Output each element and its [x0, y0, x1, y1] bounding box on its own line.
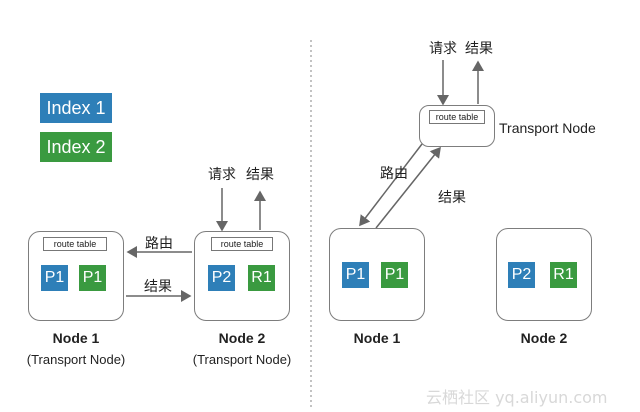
left-node-2-role: (Transport Node) — [192, 352, 292, 367]
shard-primary: P1 — [41, 265, 68, 291]
route-table: route table — [211, 237, 273, 251]
left-route-label: 路由 — [145, 236, 173, 252]
left-node-2-box: route table P2 R1 — [194, 231, 290, 321]
left-node-1-role: (Transport Node) — [26, 352, 126, 367]
route-table: route table — [43, 237, 107, 251]
right-node-2-box: P2 R1 — [496, 228, 592, 321]
legend-index-2: Index 2 — [40, 132, 112, 162]
left-result-top-label: 结果 — [246, 167, 274, 183]
route-table: route table — [429, 110, 485, 124]
shard-primary: P1 — [342, 262, 369, 288]
watermark: 云栖社区 yq.aliyun.com — [426, 388, 608, 407]
right-request-label: 请求 — [429, 41, 457, 57]
left-node-1-label: Node 1 — [52, 330, 100, 346]
left-result-label: 结果 — [144, 279, 172, 295]
right-result-label: 结果 — [438, 190, 466, 206]
right-result-top-label: 结果 — [465, 41, 493, 57]
right-route-label: 路由 — [380, 166, 408, 182]
left-request-label: 请求 — [208, 167, 236, 183]
right-node-2-label: Node 2 — [520, 330, 568, 346]
legend-index-1: Index 1 — [40, 93, 112, 123]
left-node-1-box: route table P1 P1 — [28, 231, 124, 321]
right-transport-node-label: Transport Node — [499, 120, 596, 136]
shard-primary: P2 — [508, 262, 535, 288]
shard-replica: R1 — [550, 262, 577, 288]
right-route-arrow — [359, 143, 423, 227]
right-node-1-box: P1 P1 — [329, 228, 425, 321]
shard-primary: P1 — [79, 265, 106, 291]
right-node-1-label: Node 1 — [353, 330, 401, 346]
right-transport-node-box: route table — [419, 105, 495, 147]
shard-primary: P1 — [381, 262, 408, 288]
shard-replica: R1 — [248, 265, 275, 291]
shard-primary: P2 — [208, 265, 235, 291]
left-node-2-label: Node 2 — [218, 330, 266, 346]
right-result-back-arrow — [375, 146, 441, 229]
